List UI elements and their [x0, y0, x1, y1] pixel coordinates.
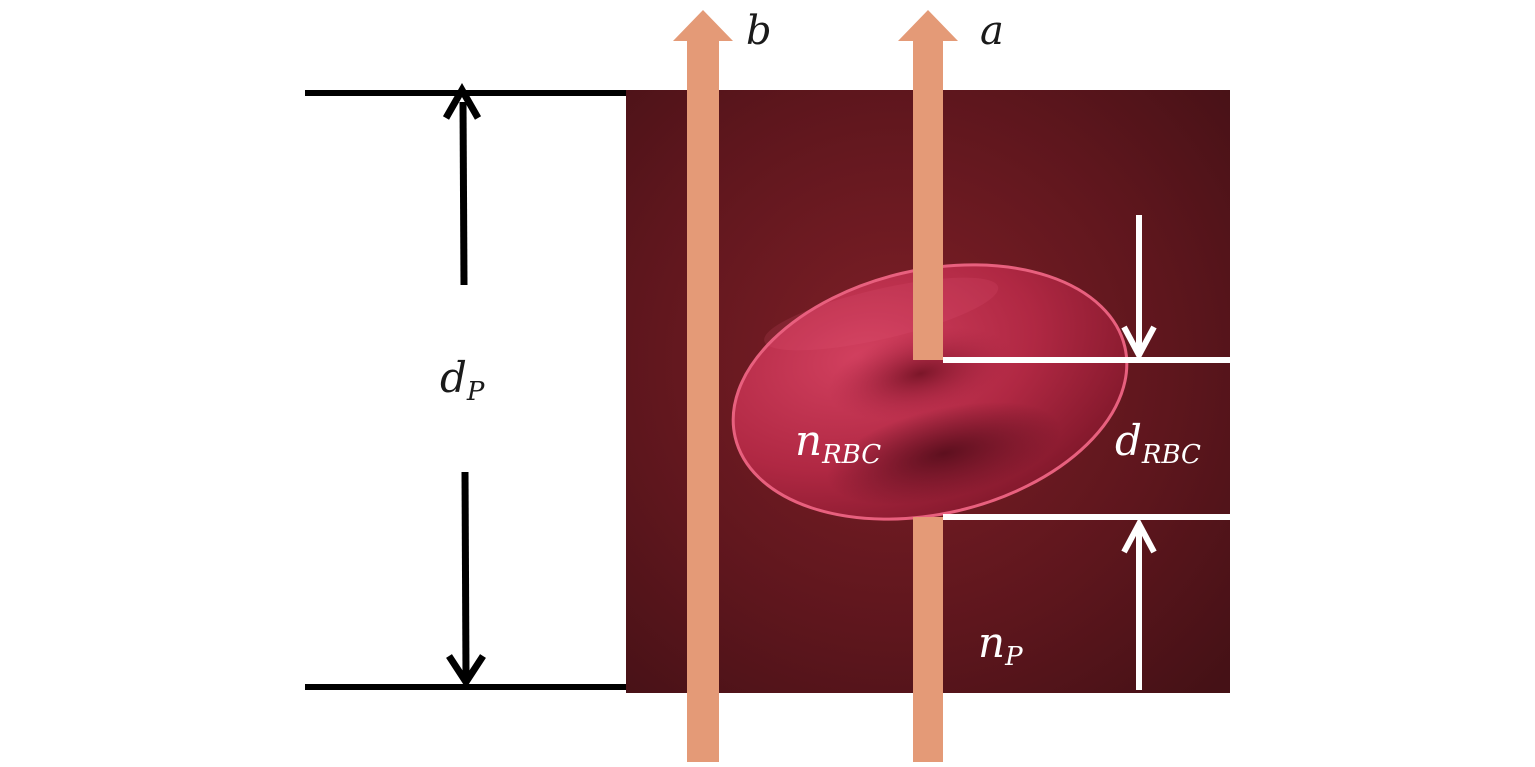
plasma-thickness-sub: P: [466, 377, 485, 407]
ray-b-label: b: [746, 8, 772, 54]
plasma-index-main: n: [978, 618, 1005, 667]
plasma-thickness-main: d: [440, 353, 467, 402]
rbc-index-main: n: [795, 416, 822, 465]
rbc-index-sub: RBC: [821, 440, 881, 470]
rbc-thickness-label: dRBC: [1115, 416, 1201, 470]
plasma-index-label: nP: [978, 618, 1023, 672]
rbc-thickness-sub: RBC: [1141, 440, 1201, 470]
ray-b-arrow: [673, 10, 733, 762]
rbc-index-label: nRBC: [795, 416, 881, 470]
rbc-thickness-dimension: [943, 215, 1230, 690]
plasma-thickness-dimension: [305, 82, 626, 690]
ray-a-arrow: [898, 10, 958, 762]
rbc-thickness-main: d: [1115, 416, 1142, 465]
plasma-thickness-label: dP: [440, 353, 485, 407]
ray-a-label: a: [980, 8, 1004, 54]
plasma-index-sub: P: [1004, 642, 1023, 672]
